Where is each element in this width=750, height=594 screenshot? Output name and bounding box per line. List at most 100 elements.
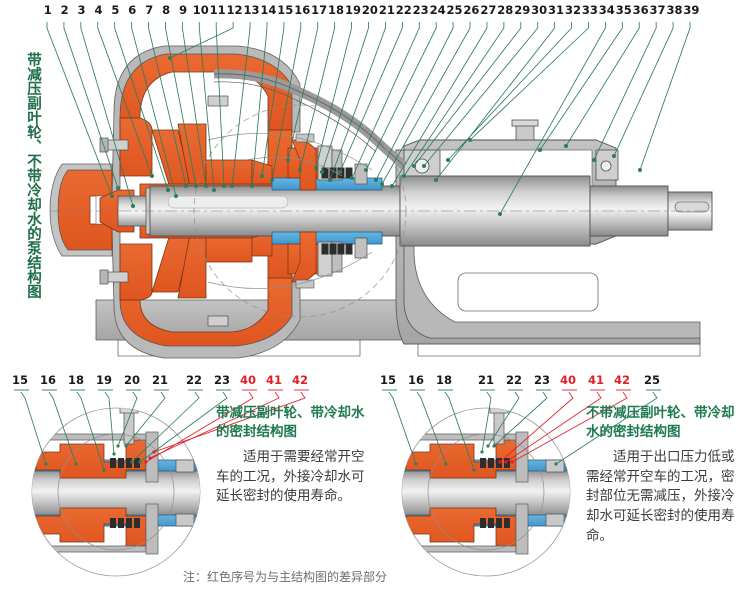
main-callout-number-3: 3 bbox=[77, 3, 86, 17]
detail-right-caption-body: 适用于出口压力低或需经常开空车的工况，密封部位无需减压，外接冷却水可延长密封的使… bbox=[586, 449, 735, 544]
leader-endpoint-dot bbox=[637, 167, 643, 173]
leader-endpoint-dot bbox=[486, 444, 490, 448]
detail-left-callout-number-40: 40 bbox=[240, 373, 257, 387]
discharge-cooling-pipe bbox=[213, 69, 408, 170]
main-callout-number-6: 6 bbox=[128, 3, 137, 17]
leader-endpoint-dot bbox=[327, 177, 333, 183]
leader-endpoint-dot bbox=[221, 183, 227, 189]
leader-line bbox=[593, 22, 657, 161]
leader-line bbox=[375, 22, 454, 181]
leader-endpoint-dot bbox=[504, 460, 508, 464]
leader-line bbox=[499, 391, 574, 463]
leader-endpoint-dot bbox=[102, 468, 106, 472]
detail-left-caption: 带减压副叶轮、带冷却水的密封结构图 适用于需要经常开空车的工况，外接冷却水可延长… bbox=[216, 404, 366, 507]
detail-left-callout-number-21: 21 bbox=[152, 373, 169, 387]
leader-endpoint-dot bbox=[112, 452, 116, 456]
leader-endpoint-dot bbox=[138, 460, 142, 464]
main-leader-lines bbox=[46, 22, 691, 217]
main-callout-number-19: 19 bbox=[344, 3, 361, 17]
detail-right-callout-number-22: 22 bbox=[506, 373, 523, 387]
leader-line bbox=[447, 22, 572, 161]
leader-line bbox=[153, 391, 306, 453]
leader-endpoint-dot bbox=[349, 175, 355, 181]
leader-endpoint-dot bbox=[211, 187, 217, 193]
leader-endpoint-dot bbox=[285, 157, 291, 163]
leader-line bbox=[565, 22, 640, 147]
leader-endpoint-dot bbox=[130, 203, 136, 209]
leader-line bbox=[271, 22, 302, 181]
leader-line bbox=[388, 391, 417, 465]
leader-endpoint-dot bbox=[591, 157, 597, 163]
shaft-sleeve bbox=[271, 177, 383, 245]
leader-line bbox=[169, 22, 234, 59]
leader-line bbox=[499, 22, 606, 215]
leader-endpoint-dot bbox=[401, 173, 407, 179]
detail-right-callout-number-18: 18 bbox=[436, 373, 453, 387]
leader-line bbox=[487, 391, 520, 447]
leader-line bbox=[505, 391, 602, 463]
main-callout-number-20: 20 bbox=[361, 3, 378, 17]
main-callout-number-2: 2 bbox=[60, 3, 69, 17]
detail-right-callout-number-40: 40 bbox=[560, 373, 577, 387]
leader-line bbox=[104, 391, 115, 455]
figure-vertical-title: 带减压副叶轮、不带冷却水的泵结构图 bbox=[25, 52, 41, 299]
main-callout-number-11: 11 bbox=[209, 3, 226, 17]
figure-footnote: 注：红色序号为与主结构图的差异部分 bbox=[183, 570, 388, 584]
leader-endpoint-dot bbox=[183, 183, 189, 189]
detail-view-right bbox=[401, 407, 571, 577]
leader-line bbox=[416, 391, 447, 465]
leader-endpoint-dot bbox=[554, 462, 558, 466]
leader-endpoint-dot bbox=[445, 157, 451, 163]
leader-line bbox=[261, 22, 285, 177]
main-callout-number-22: 22 bbox=[395, 3, 412, 17]
main-callout-number-14: 14 bbox=[260, 3, 277, 17]
main-callout-number-34: 34 bbox=[598, 3, 615, 17]
leader-endpoint-dot bbox=[109, 193, 115, 199]
leader-endpoint-dot bbox=[149, 173, 155, 179]
leader-endpoint-dot bbox=[130, 460, 134, 464]
leader-line bbox=[403, 22, 505, 177]
leader-endpoint-dot bbox=[379, 181, 385, 187]
leader-endpoint-dot bbox=[472, 468, 476, 472]
detail-left-caption-heading: 带减压副叶轮、带冷却水的密封结构图 bbox=[216, 405, 365, 441]
main-callout-number-27: 27 bbox=[480, 3, 497, 17]
leader-line bbox=[63, 22, 119, 189]
leader-endpoint-dot bbox=[337, 169, 343, 175]
leader-line bbox=[97, 22, 153, 177]
main-callout-number-10: 10 bbox=[192, 3, 209, 17]
leader-line bbox=[339, 22, 403, 173]
main-callout-number-29: 29 bbox=[514, 3, 531, 17]
leader-endpoint-dot bbox=[389, 183, 395, 189]
detail-right-callout-number-23: 23 bbox=[534, 373, 551, 387]
leader-line bbox=[365, 22, 437, 171]
leader-line bbox=[251, 22, 268, 187]
leader-line bbox=[481, 391, 492, 453]
leader-line bbox=[114, 22, 169, 191]
leader-line bbox=[639, 22, 691, 171]
main-callout-number-35: 35 bbox=[615, 3, 632, 17]
leader-endpoint-dot bbox=[152, 450, 156, 454]
main-callout-number-1: 1 bbox=[43, 3, 52, 17]
main-callout-number-15: 15 bbox=[277, 3, 294, 17]
leader-endpoint-dot bbox=[74, 462, 78, 466]
leader-endpoint-dot bbox=[373, 177, 379, 183]
detail-left-leader-lines bbox=[14, 389, 309, 472]
main-callout-number-16: 16 bbox=[294, 3, 311, 17]
leader-endpoint-dot bbox=[173, 193, 179, 199]
leader-endpoint-dot bbox=[498, 460, 502, 464]
leader-endpoint-dot bbox=[167, 55, 173, 61]
leader-line bbox=[20, 391, 47, 465]
main-callout-number-26: 26 bbox=[463, 3, 480, 17]
leader-endpoint-dot bbox=[467, 137, 473, 143]
main-callout-number-12: 12 bbox=[226, 3, 243, 17]
leader-line bbox=[329, 22, 386, 181]
leader-line bbox=[145, 391, 254, 463]
main-callout-number-37: 37 bbox=[649, 3, 666, 17]
leader-endpoint-dot bbox=[510, 460, 514, 464]
main-callout-number-24: 24 bbox=[429, 3, 446, 17]
detail-left-callout-number-18: 18 bbox=[68, 373, 85, 387]
leader-line bbox=[351, 22, 420, 179]
leader-endpoint-dot bbox=[563, 143, 569, 149]
leader-endpoint-dot bbox=[297, 167, 303, 173]
main-callout-number-5: 5 bbox=[111, 3, 120, 17]
